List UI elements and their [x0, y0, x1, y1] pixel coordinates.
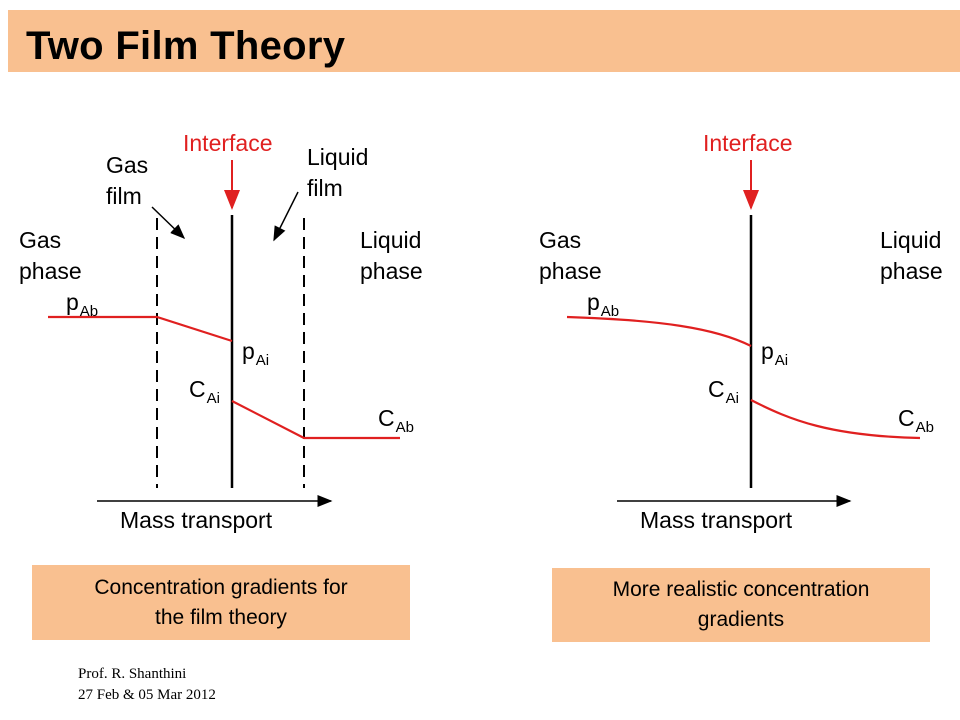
- left-gas-film-line2: film: [106, 183, 142, 209]
- right-c-ab-base: C: [898, 405, 915, 431]
- right-liquid-phase-label: Liquid phase: [880, 225, 943, 287]
- left-mass-transport-label: Mass transport: [120, 507, 273, 533]
- left-gas-film-pointer: [151, 206, 186, 240]
- left-liquid-phase-line2: phase: [360, 258, 423, 284]
- right-caption: More realistic concentration gradients: [552, 568, 930, 642]
- left-c-ai-sub: Ai: [206, 390, 220, 407]
- right-c-ab-sub: Ab: [915, 419, 934, 436]
- right-caption-line2: gradients: [697, 608, 785, 631]
- right-gas-phase-line1: Gas: [539, 227, 582, 253]
- left-c-ab-sub: Ab: [395, 419, 414, 436]
- left-gas-concentration-profile: [48, 315, 233, 343]
- left-gas-phase-line2: phase: [19, 258, 82, 284]
- left-c-ai-base: C: [189, 376, 206, 402]
- footer-date: 27 Feb & 05 Mar 2012: [78, 687, 216, 703]
- right-liquid-phase-line1: Liquid: [880, 227, 942, 253]
- left-c-ab-base: C: [378, 405, 395, 431]
- left-caption-line2: the film theory: [155, 605, 287, 629]
- right-liquid-phase-line2: phase: [880, 258, 943, 284]
- right-mass-transport-label: Mass transport: [640, 507, 793, 533]
- right-c-ab-label: CAb: [898, 403, 934, 437]
- left-c-ai-label: CAi: [189, 374, 220, 408]
- right-caption-line1: More realistic concentration: [612, 578, 870, 601]
- right-gas-phase-line2: phase: [539, 258, 602, 284]
- left-liquid-phase-label: Liquid phase: [360, 225, 423, 287]
- left-p-ab-label: pAb: [66, 287, 98, 321]
- left-gas-phase-label: Gas phase: [19, 225, 82, 287]
- right-gas-concentration-profile: [566, 315, 752, 347]
- left-gas-phase-line1: Gas: [19, 227, 62, 253]
- right-liquid-concentration-profile: [750, 399, 921, 440]
- right-c-ai-label: CAi: [708, 374, 739, 408]
- left-p-ai-label: pAi: [242, 336, 269, 370]
- right-p-ai-label: pAi: [761, 336, 788, 370]
- left-p-ai-sub: Ai: [255, 352, 270, 369]
- right-p-ab-label: pAb: [587, 287, 619, 321]
- left-liquid-concentration-profile: [231, 400, 400, 440]
- right-p-ab-base: p: [587, 289, 600, 315]
- left-p-ab-base: p: [66, 289, 79, 315]
- left-liquid-phase-line1: Liquid: [360, 227, 422, 253]
- title-bar: Two Film Theory: [8, 10, 960, 72]
- left-liquid-film-pointer: [273, 191, 299, 242]
- page-title: Two Film Theory: [26, 24, 346, 68]
- right-c-ai-base: C: [708, 376, 725, 402]
- right-p-ai-base: p: [761, 338, 774, 364]
- right-interface-label: Interface: [703, 130, 793, 156]
- footer-author: Prof. R. Shanthini: [78, 666, 187, 682]
- left-gas-film-label: Gas film: [106, 150, 148, 212]
- left-p-ab-sub: Ab: [79, 303, 99, 320]
- left-c-ab-label: CAb: [378, 403, 414, 437]
- right-p-ab-sub: Ab: [600, 303, 620, 320]
- left-caption: Concentration gradients for the film the…: [32, 565, 410, 640]
- left-caption-line1: Concentration gradients for: [94, 575, 348, 599]
- left-p-ai-base: p: [242, 338, 255, 364]
- left-liquid-film-label: Liquid film: [307, 142, 368, 204]
- left-interface-label: Interface: [183, 130, 273, 156]
- right-c-ai-sub: Ai: [725, 390, 739, 407]
- left-gas-film-line1: Gas: [106, 152, 149, 178]
- right-gas-phase-label: Gas phase: [539, 225, 602, 287]
- left-liquid-film-line1: Liquid: [307, 144, 369, 170]
- right-p-ai-sub: Ai: [774, 352, 789, 369]
- left-liquid-film-line2: film: [307, 175, 343, 201]
